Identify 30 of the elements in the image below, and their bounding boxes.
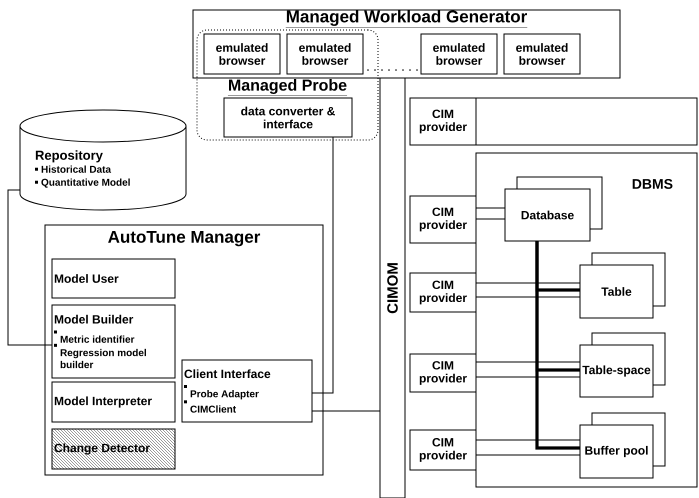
connector-line — [312, 136, 334, 394]
connector-line — [476, 282, 580, 284]
provider-box: CIM provider — [410, 272, 476, 312]
resource-box: Buffer pool — [580, 412, 666, 478]
browser-box: emulated browser — [420, 34, 498, 74]
provider-box: CIM provider — [410, 354, 476, 392]
component-box: Model User — [52, 258, 176, 298]
connector-line — [8, 190, 52, 346]
resource-box: Database — [504, 176, 602, 242]
component-box: Client Interface Probe Adapter CIMClient — [182, 360, 312, 422]
os-box — [476, 98, 698, 146]
connector-line — [476, 296, 580, 298]
browser-box: emulated browser — [504, 34, 580, 74]
provider-box: CIM provider — [410, 98, 476, 146]
provider-box: CIM provider — [410, 196, 476, 244]
browser-box: emulated browser — [286, 34, 364, 74]
connector-line — [476, 376, 580, 378]
component-box: Model Interpreter — [52, 382, 176, 422]
provider-box: CIM provider — [410, 430, 476, 470]
connector-line — [476, 218, 506, 220]
repository-cylinder: Repository Historical Data Quantitative Model — [20, 110, 186, 210]
component-box: Model Builder Metric identifier Regression model builder — [52, 304, 176, 378]
connector-line — [476, 454, 580, 456]
connector-line — [535, 241, 580, 450]
browser-box: emulated browser — [204, 34, 280, 74]
resource-box: Table — [580, 252, 666, 318]
converter-box: data converter & interface — [224, 98, 352, 138]
resource-box: Table-space — [580, 332, 666, 398]
cimom-bar: CIMOM — [380, 78, 406, 498]
connector-line — [312, 410, 380, 412]
